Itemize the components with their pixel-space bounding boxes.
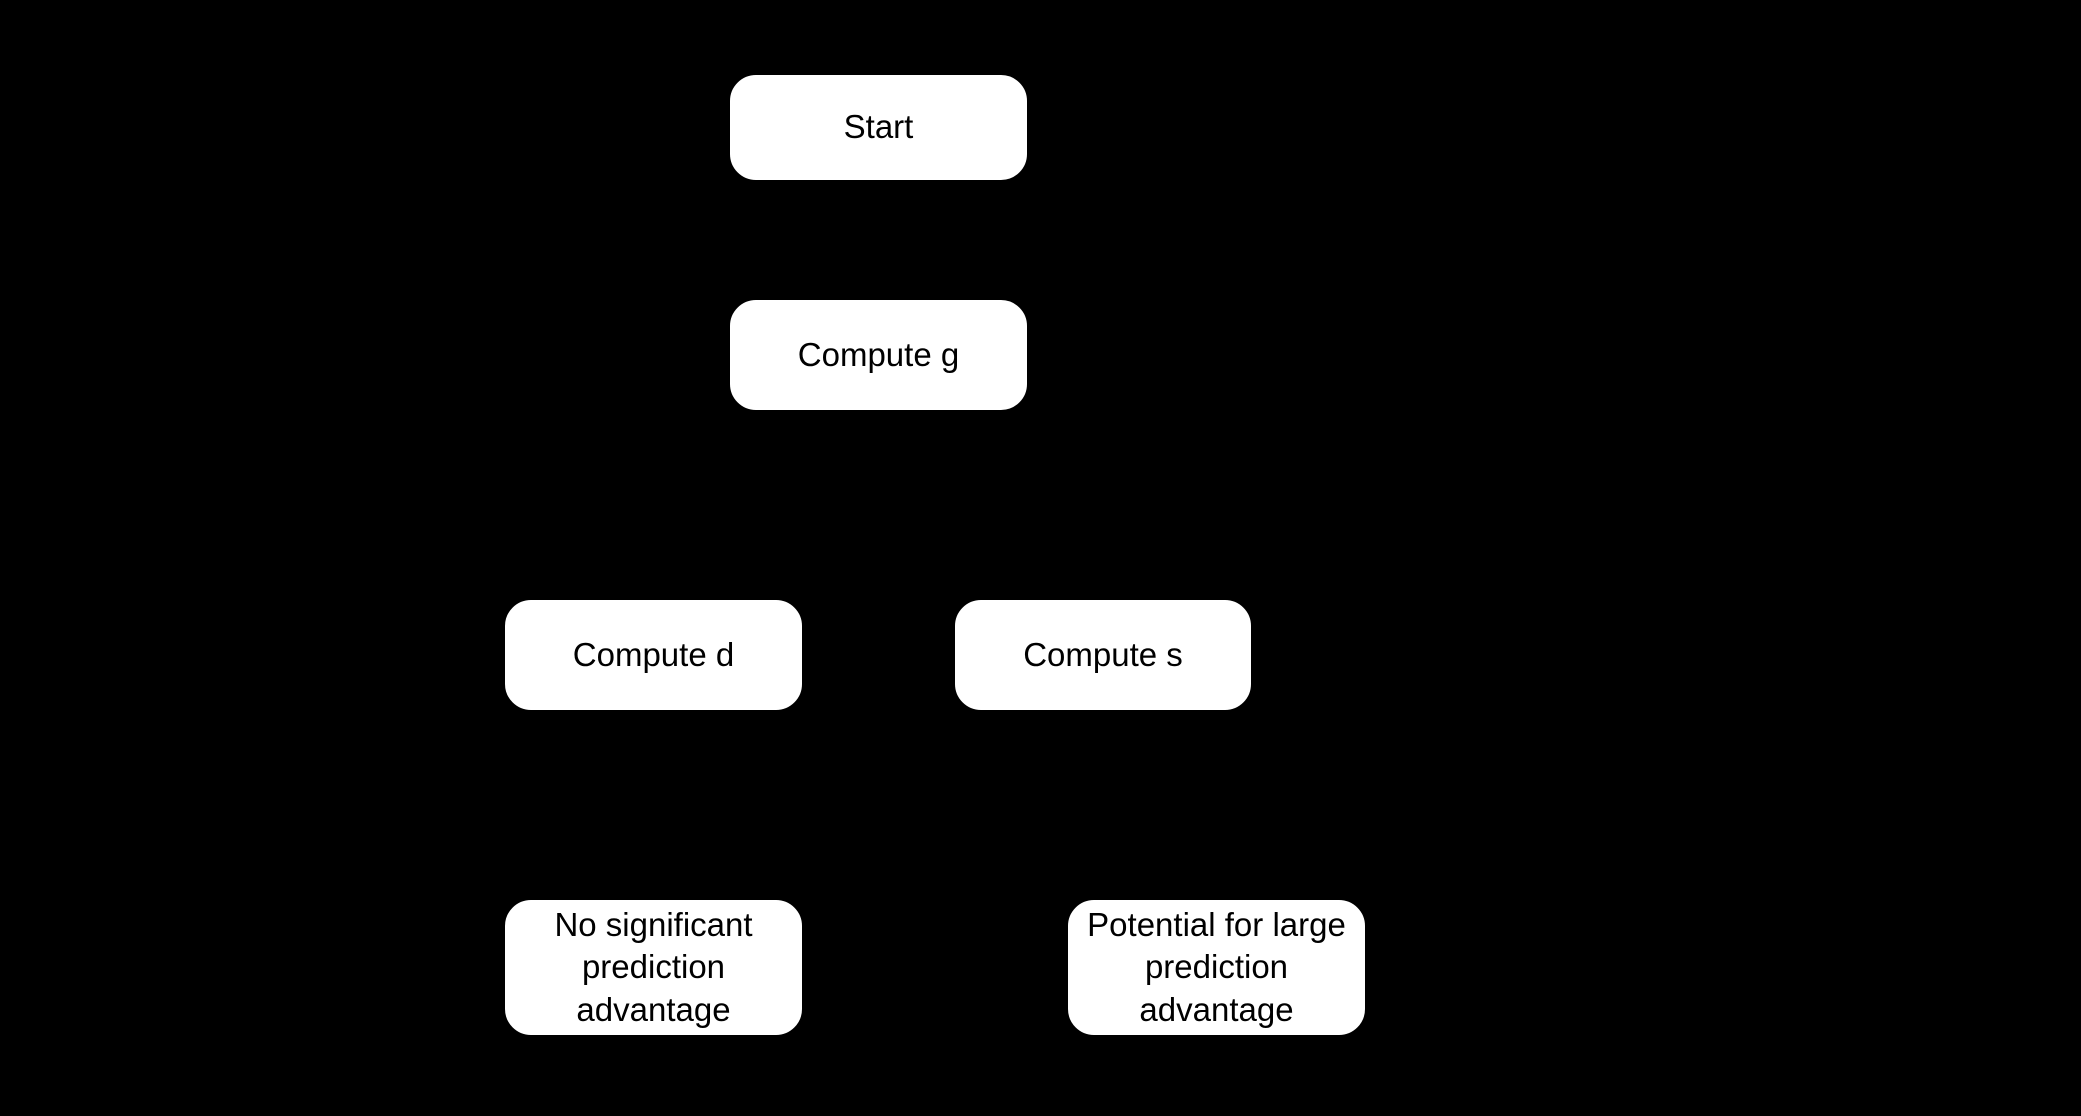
node-compute-g[interactable]: Compute g xyxy=(730,300,1027,410)
node-large-advantage[interactable]: Potential for large prediction advantage xyxy=(1068,900,1365,1035)
edge-compute-s-to-large-advantage xyxy=(1101,710,1221,901)
node-label-large-advantage: Potential for large prediction advantage xyxy=(1087,906,1346,1028)
node-compute-d[interactable]: Compute d xyxy=(505,600,802,710)
edge-paths xyxy=(649,180,1221,901)
node-start[interactable]: Start xyxy=(730,75,1027,180)
edge-compute-g-to-compute-s xyxy=(877,410,1107,601)
node-label-compute-g: Compute g xyxy=(797,335,960,373)
node-no-advantage[interactable]: No significant prediction advantage xyxy=(505,900,802,1035)
node-label-start: Start xyxy=(843,108,914,146)
node-label-compute-s: Compute s xyxy=(1023,635,1183,673)
edge-compute-g-to-compute-d xyxy=(649,410,880,601)
node-label-compute-d: Compute d xyxy=(572,635,735,673)
node-compute-s[interactable]: Compute s xyxy=(955,600,1251,710)
node-label-no-advantage: No significant prediction advantage xyxy=(554,906,753,1028)
